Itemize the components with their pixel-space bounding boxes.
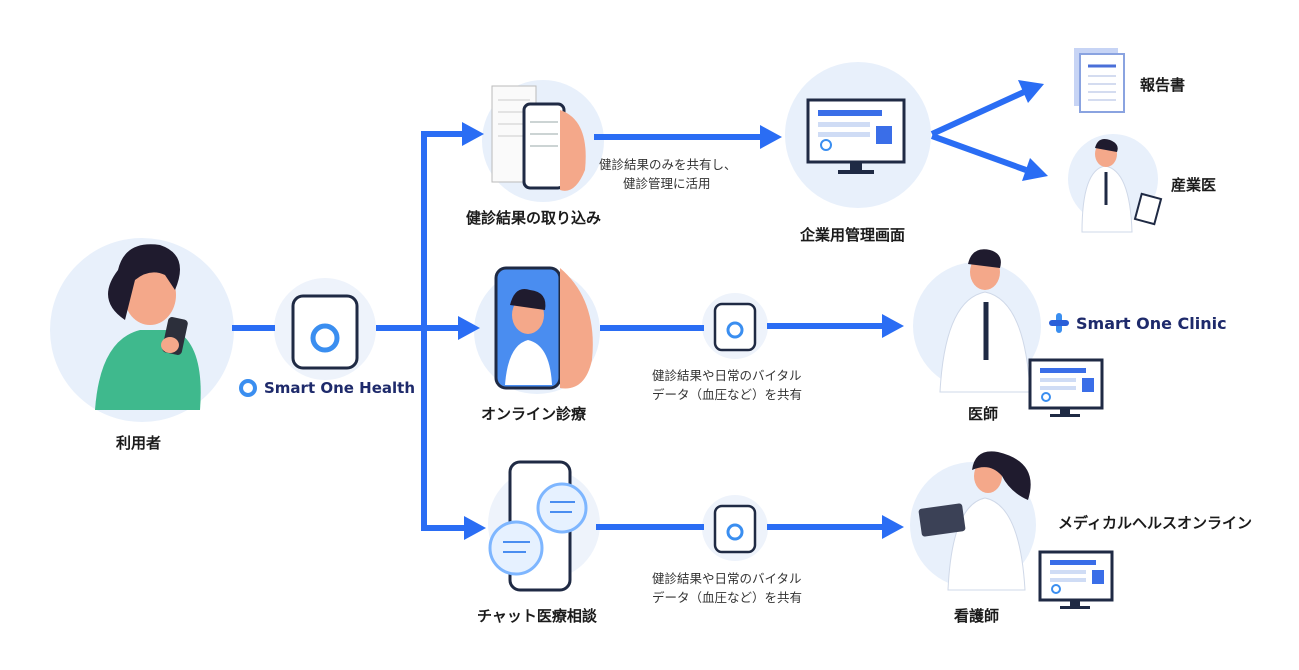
health-logo-icon <box>239 379 257 397</box>
chat-illustration <box>488 460 588 592</box>
arrow-mid-doctor <box>767 314 904 338</box>
brand-smart-one-health: Smart One Health <box>238 378 415 398</box>
label-company: 企業用管理画面 <box>800 226 906 244</box>
branch-mid <box>424 316 480 340</box>
user-illustration <box>95 244 201 410</box>
brand-clinic-text: Smart One Clinic <box>1076 313 1227 333</box>
arrow-company-occupational <box>930 133 1048 181</box>
label-occupational: 産業医 <box>1171 176 1217 194</box>
bot-phone <box>713 504 757 554</box>
label-user: 利用者 <box>116 434 162 452</box>
import-illustration <box>491 85 586 191</box>
note-top-line1: 健診結果のみを共有し、 <box>599 157 737 172</box>
note-mid-line1: 健診結果や日常のバイタル <box>652 368 802 383</box>
label-import: 健診結果の取り込み <box>466 209 602 227</box>
brand-health-text: Smart One Health <box>264 379 416 397</box>
note-mid: 健診結果や日常のバイタル データ（血圧など）を共有 <box>652 366 802 404</box>
note-bot-line2: データ（血圧など）を共有 <box>652 590 803 605</box>
label-medical-health: メディカルヘルスオンライン <box>1058 514 1252 532</box>
brand-smart-one-clinic: Smart One Clinic <box>1048 312 1227 334</box>
arrow-import-company <box>594 125 782 149</box>
note-bot: 健診結果や日常のバイタル データ（血圧など）を共有 <box>652 569 802 607</box>
report-illustration <box>1074 48 1125 113</box>
nurse-illustration <box>918 451 1114 609</box>
label-report: 報告書 <box>1140 76 1186 94</box>
online-illustration <box>494 266 593 390</box>
app-phone <box>291 294 359 370</box>
arrow-company-report <box>930 80 1044 137</box>
label-nurse: 看護師 <box>954 607 1000 625</box>
company-monitor <box>806 98 906 174</box>
note-mid-line2: データ（血圧など）を共有 <box>652 387 803 402</box>
label-doctor: 医師 <box>968 405 999 423</box>
doctor-illustration <box>939 249 1104 417</box>
note-top: 健診結果のみを共有し、 健診管理に活用 <box>599 155 737 193</box>
note-top-line2: 健診管理に活用 <box>623 176 711 191</box>
clinic-logo-icon <box>1049 313 1069 333</box>
branch-bot <box>421 516 486 540</box>
occupational-illustration <box>1081 139 1163 233</box>
mid-phone <box>713 302 757 352</box>
branch-top <box>421 122 484 146</box>
label-online: オンライン診療 <box>481 405 587 423</box>
note-bot-line1: 健診結果や日常のバイタル <box>652 571 802 586</box>
label-chat: チャット医療相談 <box>477 607 597 625</box>
arrow-bot-nurse <box>767 515 904 539</box>
